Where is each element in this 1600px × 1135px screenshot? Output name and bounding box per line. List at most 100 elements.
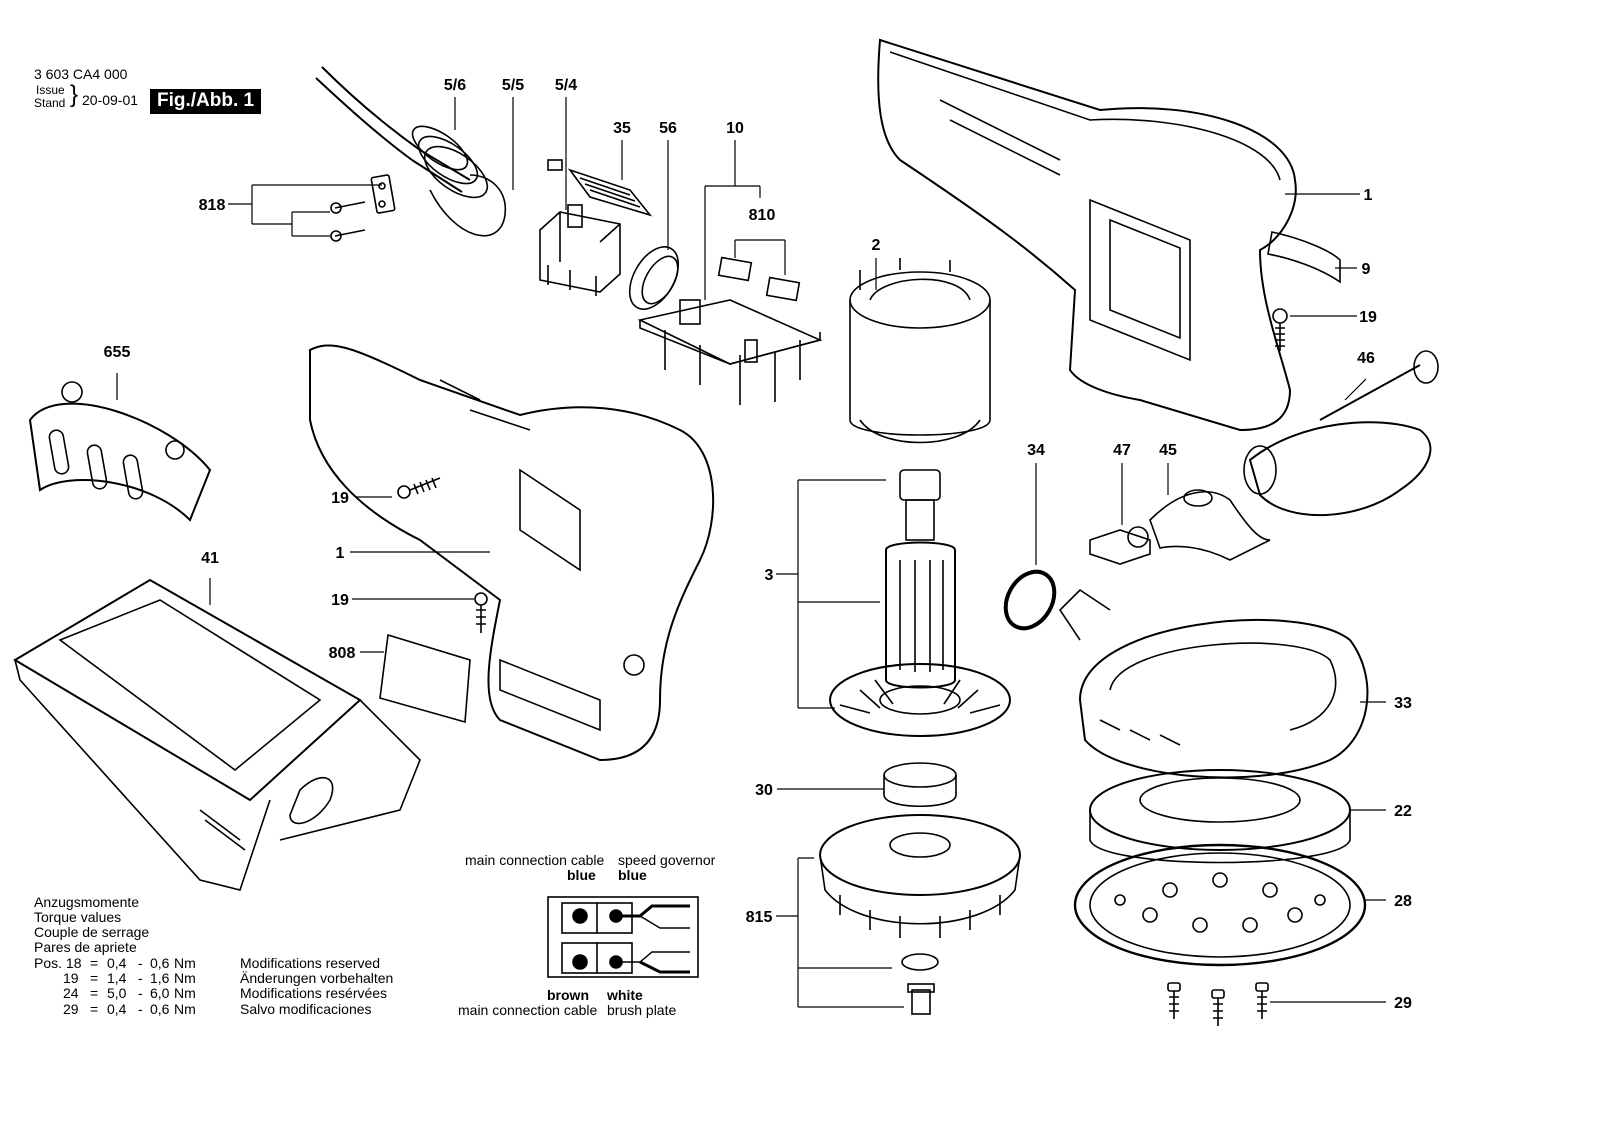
issue-brace: } bbox=[70, 81, 79, 108]
torque-row-eq: = bbox=[90, 970, 99, 986]
part-number-10: 10 bbox=[726, 120, 744, 137]
issue-date: 20-09-01 bbox=[82, 92, 139, 108]
torque-row-dash: - bbox=[138, 955, 143, 971]
torque-row-to: 1,6 bbox=[150, 970, 170, 986]
speed-governor-56 bbox=[628, 246, 680, 310]
torque-row-from: 0,4 bbox=[107, 955, 127, 971]
part-number-818: 818 bbox=[199, 197, 226, 214]
issue-label: Issue bbox=[36, 83, 65, 97]
part-number-19-a: 19 bbox=[331, 490, 349, 507]
wiring-top-right-color: blue bbox=[618, 867, 647, 883]
part-number-35: 35 bbox=[613, 120, 631, 137]
part-number-3: 3 bbox=[765, 567, 774, 584]
wiring-top-left-color: blue bbox=[567, 867, 596, 883]
modifications-es: Salvo modificaciones bbox=[240, 1001, 372, 1017]
label-9-strip bbox=[1267, 231, 1341, 284]
part-number-808: 808 bbox=[329, 645, 356, 662]
screws-29 bbox=[1167, 982, 1269, 1026]
housing-ring-33 bbox=[1058, 588, 1369, 779]
part-number-2: 2 bbox=[872, 237, 881, 254]
part-number-815: 815 bbox=[746, 909, 773, 926]
torque-row-unit: Nm bbox=[174, 985, 196, 1001]
part-number-9: 9 bbox=[1362, 261, 1371, 278]
part-number-41: 41 bbox=[201, 550, 219, 567]
torque-row-eq: = bbox=[90, 985, 99, 1001]
torque-row-unit: Nm bbox=[174, 970, 196, 986]
strain-relief-5-6 bbox=[411, 125, 507, 237]
label-808 bbox=[379, 633, 471, 724]
torque-row-from: 5,0 bbox=[107, 985, 127, 1001]
screw-19-right bbox=[1272, 308, 1288, 351]
part-number-22: 22 bbox=[1394, 803, 1412, 820]
torque-row-eq: = bbox=[90, 955, 99, 971]
terminal-main-blue bbox=[572, 908, 588, 924]
part-number-56: 56 bbox=[659, 120, 677, 137]
switch-5-4 bbox=[539, 204, 621, 296]
torque-title-fr: Couple de serrage bbox=[34, 924, 150, 940]
clip-47 bbox=[1089, 526, 1151, 565]
screw-19-lower-left bbox=[474, 592, 488, 633]
torque-row-to: 0,6 bbox=[150, 1001, 170, 1017]
modifications-fr: Modifications resérvées bbox=[240, 985, 388, 1001]
part-number-19-b: 19 bbox=[331, 592, 349, 609]
part-number-5-4: 5/4 bbox=[555, 77, 577, 94]
power-cable bbox=[315, 66, 471, 193]
torque-row-to: 0,6 bbox=[150, 955, 170, 971]
torque-title-es: Pares de apriete bbox=[34, 939, 137, 955]
torque-row-pos: 29 bbox=[63, 1001, 79, 1017]
part-number-655: 655 bbox=[104, 344, 131, 361]
part-number-810: 810 bbox=[749, 207, 776, 224]
adapter-45 bbox=[1149, 489, 1271, 561]
part-number-30: 30 bbox=[755, 782, 773, 799]
torque-row-unit: Nm bbox=[174, 1001, 196, 1017]
terminal-main-brown bbox=[572, 954, 588, 970]
wiring-diagram bbox=[547, 896, 699, 978]
modifications-de: Änderungen vorbehalten bbox=[240, 970, 394, 986]
part-number-34: 34 bbox=[1027, 442, 1045, 459]
torque-row-pos: 19 bbox=[63, 970, 79, 986]
wiring-top-right-caption: speed governor bbox=[618, 852, 716, 868]
grip-cover-655 bbox=[28, 381, 212, 522]
wiring-top-left-caption: main connection cable bbox=[465, 852, 605, 868]
torque-row-dash: - bbox=[138, 970, 143, 986]
dust-box-41 bbox=[13, 578, 421, 891]
document-number: 3 603 CA4 000 bbox=[34, 66, 128, 82]
cable-clamp-818 bbox=[330, 174, 396, 242]
torque-row-from: 0,4 bbox=[107, 1001, 127, 1017]
torque-title-en: Torque values bbox=[34, 909, 122, 925]
dust-tube-46 bbox=[1243, 350, 1439, 517]
fan-815 bbox=[819, 814, 1021, 1015]
brushes-810 bbox=[717, 256, 801, 302]
leader-lines bbox=[116, 97, 1386, 1008]
part-number-46: 46 bbox=[1357, 350, 1375, 367]
bearing-30 bbox=[883, 762, 957, 807]
part-number-1-left: 1 bbox=[336, 545, 345, 562]
part-number-45: 45 bbox=[1159, 442, 1177, 459]
torque-row-dash: - bbox=[138, 985, 143, 1001]
torque-title-de: Anzugsmomente bbox=[34, 894, 140, 910]
wiring-bottom-left-color: brown bbox=[547, 987, 589, 1003]
part-number-47: 47 bbox=[1113, 442, 1131, 459]
armature-3 bbox=[829, 469, 1011, 737]
screw-19-upper-left bbox=[397, 477, 441, 499]
housing-half-left bbox=[309, 344, 715, 762]
wiring-bottom-left-caption: main connection cable bbox=[458, 1002, 598, 1018]
part-number-29: 29 bbox=[1394, 995, 1412, 1012]
part-number-19-right: 19 bbox=[1359, 309, 1377, 326]
torque-row-unit: Nm bbox=[174, 955, 196, 971]
part-number-5-5: 5/5 bbox=[502, 77, 524, 94]
torque-row-pos: Pos. 18 bbox=[34, 955, 82, 971]
stand-label: Stand bbox=[34, 96, 66, 110]
part-number-33: 33 bbox=[1394, 695, 1412, 712]
housing-half-right bbox=[877, 38, 1297, 432]
part-number-28: 28 bbox=[1394, 893, 1412, 910]
sanding-pad-28 bbox=[1073, 843, 1367, 967]
figure-label: Fig./Abb. 1 bbox=[150, 89, 262, 114]
field-2 bbox=[849, 258, 991, 444]
part-number-5-6: 5/6 bbox=[444, 77, 466, 94]
torque-row-to: 6,0 bbox=[150, 985, 170, 1001]
torque-row-from: 1,4 bbox=[107, 970, 127, 986]
connector-35 bbox=[547, 159, 653, 217]
modifications-en: Modifications reserved bbox=[240, 955, 381, 971]
